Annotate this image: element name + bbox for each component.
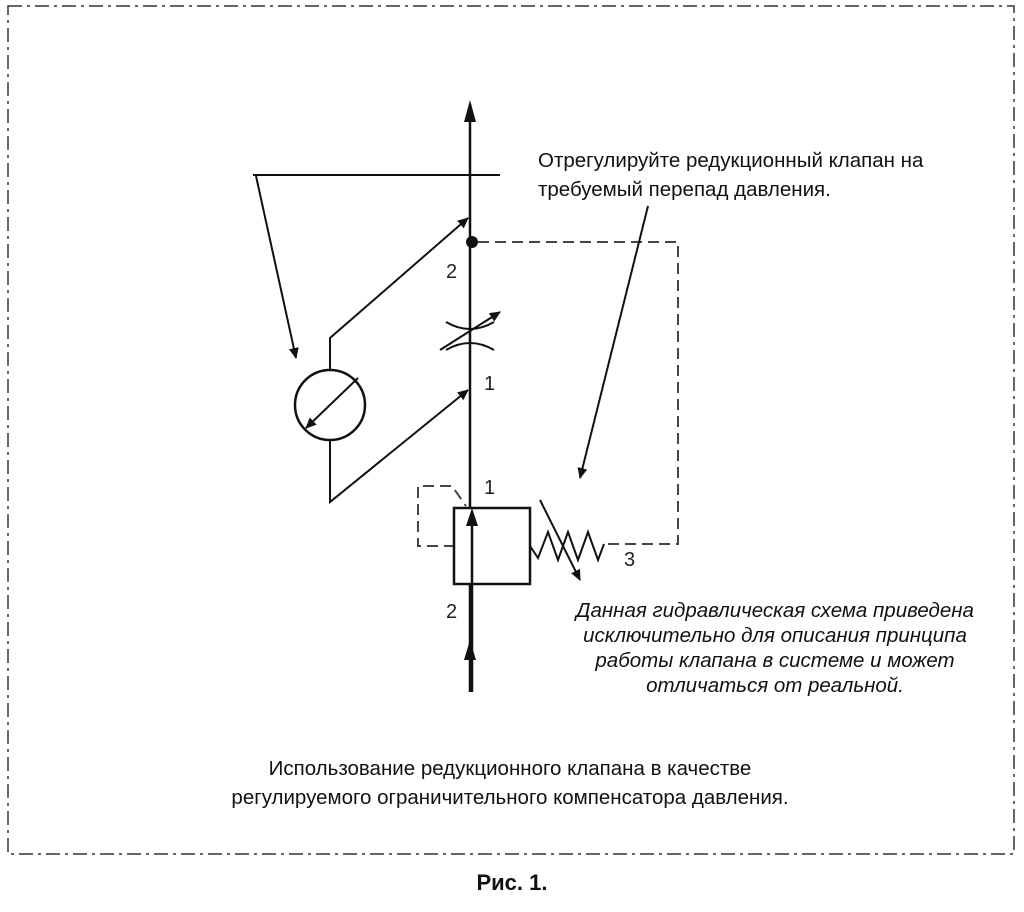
port-label-valve-3: 3 (624, 549, 635, 571)
reducing-valve-body (452, 506, 532, 586)
adjust-instruction-note: Отрегулируйте редукционный клапан на тре… (538, 149, 924, 201)
valve-pilot-dashed (417, 485, 467, 547)
pressure-gauge-icon (293, 368, 367, 442)
port-label-valve-1: 1 (484, 477, 495, 499)
adjustable-throttle-icon (439, 311, 501, 351)
disclaimer-note: Данная гидравлическая схема приведена ис… (576, 599, 974, 697)
valve-arrow-icon (466, 508, 478, 526)
port-label-upper-1: 1 (484, 373, 495, 395)
adjust-pointer-right (577, 205, 649, 479)
figure-caption: Использование редукционного клапана в ка… (231, 757, 789, 809)
gauge-line-upper (329, 217, 469, 370)
figure-frame (7, 5, 1015, 855)
flow-arrow-top-icon (464, 100, 476, 122)
figure-title: Рис. 1. (476, 870, 548, 895)
adjustable-spring-icon (529, 499, 605, 581)
gauge-line-lower (329, 389, 469, 505)
adjust-pointer-left (255, 175, 299, 359)
junction-dot (466, 236, 478, 248)
port-label-upper-2: 2 (446, 261, 457, 283)
flow-arrow-bottom-icon (464, 640, 476, 660)
port-label-valve-2: 2 (446, 601, 457, 623)
pilot-line-dashed (478, 241, 679, 545)
